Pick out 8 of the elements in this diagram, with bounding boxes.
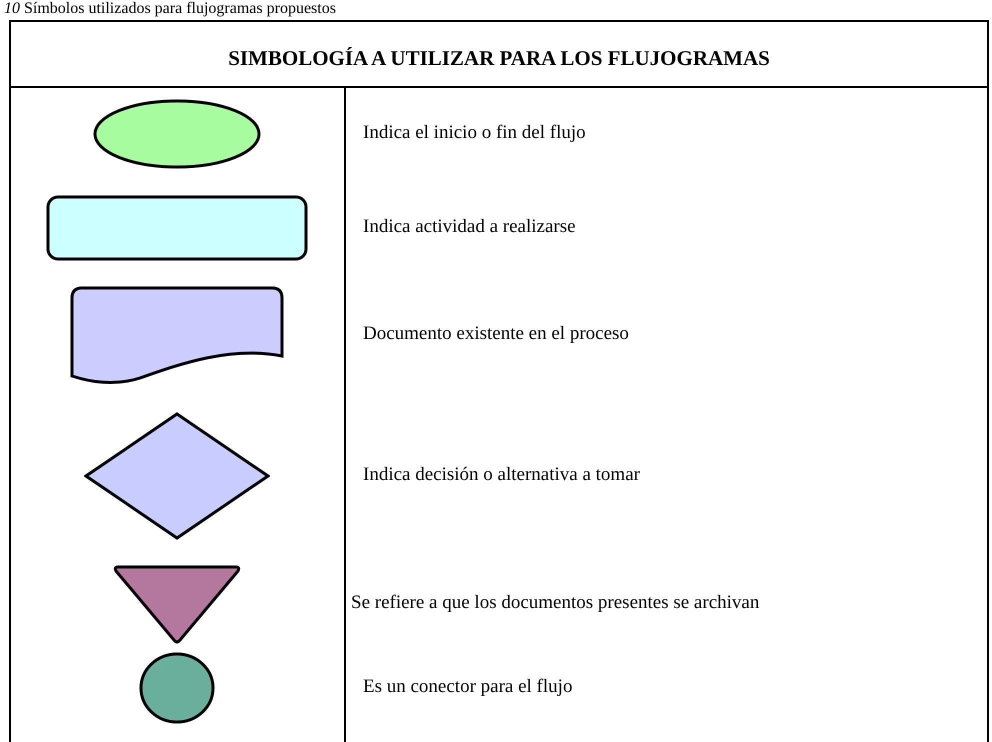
symbol-description: Se refiere a que los documentos presentes se archivan — [351, 592, 760, 614]
table-title: SIMBOLOGÍA A UTILIZAR PARA LOS FLUJOGRAMAS — [227, 46, 771, 71]
figure-caption: 10 Símbolos utilizados para flujogramas propuestos — [4, 0, 336, 18]
symbol-description: Documento existente en el proceso — [363, 323, 629, 345]
symbol-description: Indica actividad a realizarse — [363, 216, 576, 238]
symbol-description: Indica el inicio o fin del flujo — [363, 122, 586, 144]
symbol-description: Es un conector para el flujo — [363, 676, 572, 698]
symbol-description: Indica decisión o alternativa a tomar — [363, 464, 640, 486]
